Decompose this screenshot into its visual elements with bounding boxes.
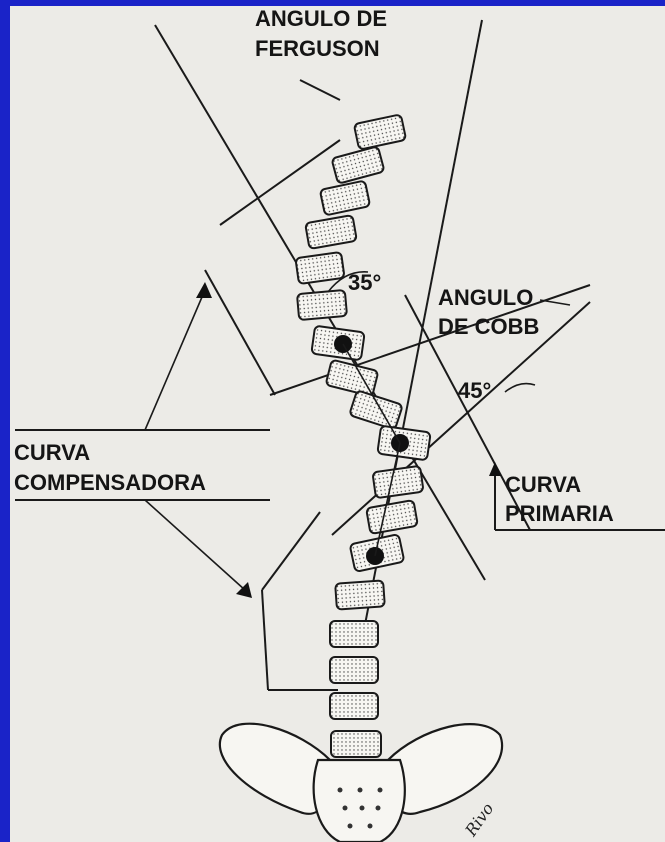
vertebra [349, 390, 403, 430]
cobb-label-line2: DE COBB [438, 314, 539, 339]
comp-lower-bracket [262, 590, 268, 690]
primaria-label-line1: CURVA [505, 472, 581, 497]
comp-lower-top [262, 512, 320, 590]
comp-upper-tick [220, 140, 340, 225]
vertebra [320, 181, 370, 216]
primaria-label-line2: PRIMARIA [505, 501, 614, 526]
spine [295, 114, 430, 757]
compensadora-label-line1: CURVA [14, 440, 90, 465]
vertebra [305, 215, 357, 249]
vertebra [372, 466, 423, 498]
compensadora-arrowhead-up [196, 282, 212, 298]
primaria-arrowhead [489, 462, 501, 476]
vertebra [335, 580, 385, 609]
vertebra [331, 731, 381, 757]
vertebra [295, 252, 344, 284]
vertebra [331, 146, 384, 184]
compensadora-label-line2: COMPENSADORA [14, 470, 206, 495]
cobb-label-line1: ANGULO [438, 285, 533, 310]
vertebra [354, 114, 406, 149]
ferguson-label-line1: ANGULO DE [255, 6, 387, 31]
artist-signature: Rivo [461, 799, 498, 840]
cobb-label-underline [540, 300, 570, 305]
vertebra [366, 500, 418, 534]
vertebra [297, 290, 347, 320]
ferguson-label-line2: FERGUSON [255, 36, 380, 61]
vertebra [330, 693, 378, 719]
cobb-angle-arc [505, 384, 535, 392]
compensadora-arrow-up [145, 290, 205, 430]
vertebra [330, 657, 378, 683]
apex-connector [343, 344, 400, 443]
compensadora-arrow-down [145, 500, 245, 590]
angle-35-label: 35° [348, 270, 381, 295]
sacrum [314, 760, 405, 842]
angle-45-label: 45° [458, 378, 491, 403]
comp-upper-bracket [205, 270, 275, 395]
comp-upper-tick2 [300, 80, 340, 100]
vertebra [330, 621, 378, 647]
